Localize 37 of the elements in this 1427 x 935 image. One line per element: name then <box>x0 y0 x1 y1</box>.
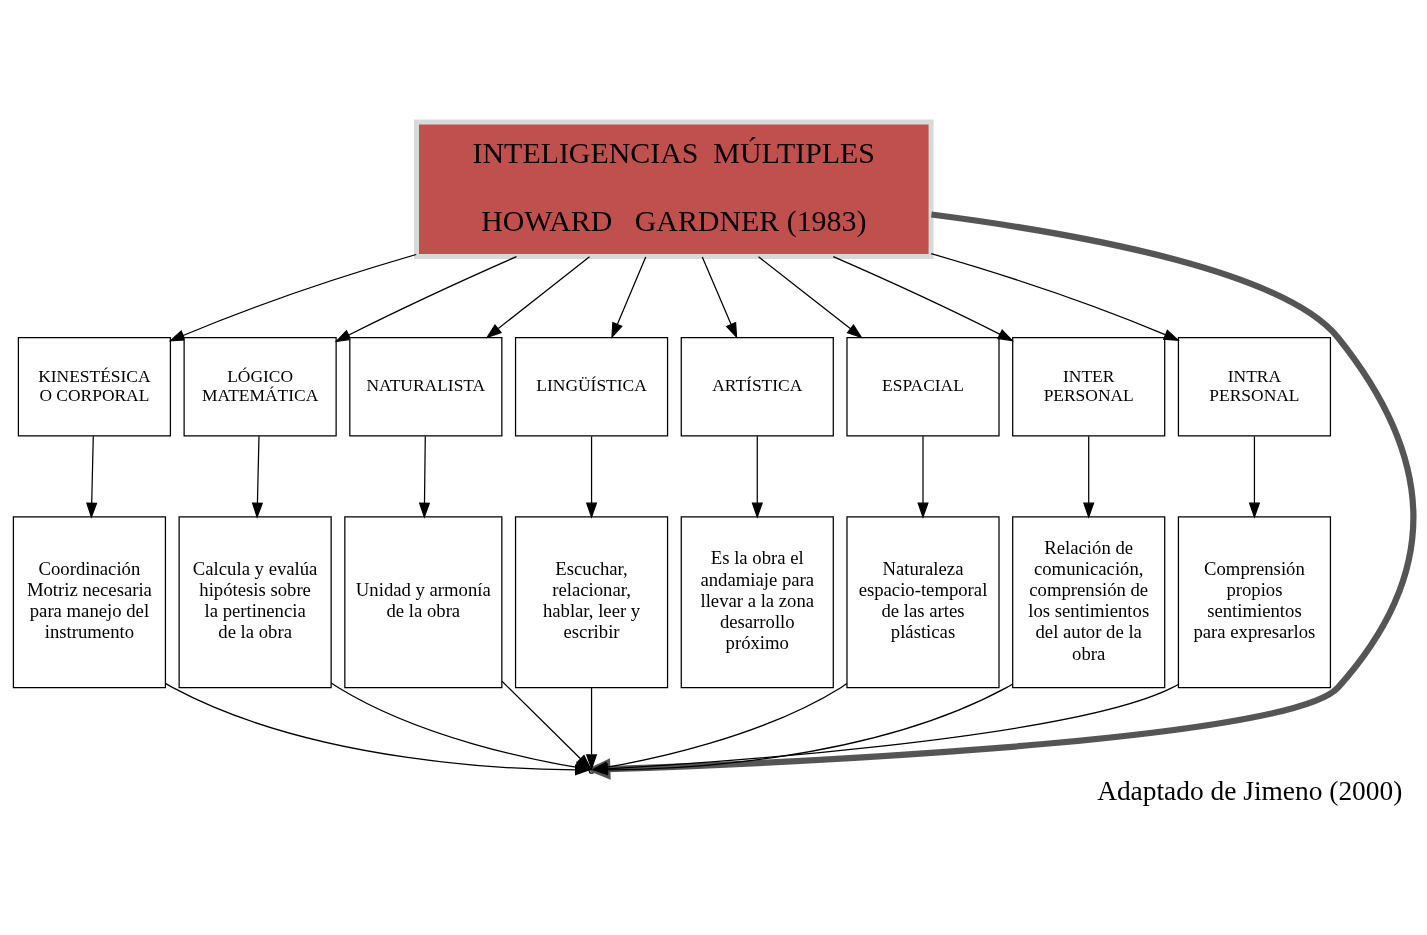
node-box: Coordinación Motriz necesaria para manejo del instrumento <box>12 516 167 689</box>
caption: Adaptado de Jimeno (2000) <box>1097 776 1403 807</box>
arrow <box>611 256 647 339</box>
arrow <box>251 435 264 519</box>
arrow <box>701 256 738 339</box>
node-box: Naturaleza espacio-temporal de las artes plásticas <box>846 516 1000 689</box>
node-box: Comprensión propios sentimientos para expresarlos <box>1177 516 1332 689</box>
arrow <box>330 682 592 773</box>
node-box: INTER PERSONAL <box>1012 336 1166 437</box>
node-box: ARTÍSTICA <box>680 336 834 437</box>
arrow <box>1248 435 1261 519</box>
node-box: ESPACIAL <box>846 336 1000 437</box>
arrow <box>930 253 1180 341</box>
node-box: INTRA PERSONAL <box>1177 336 1332 437</box>
node-box: Es la obra el andamiaje para llevar a la zona desarrollo próximo <box>680 516 834 689</box>
node-box: KINESTÉSICA O CORPORAL <box>17 336 172 437</box>
node-box: NATURALISTA <box>349 336 503 437</box>
arrow <box>86 435 98 519</box>
node-box: Unidad y armonía de la obra <box>344 516 503 689</box>
node-box: INTELIGENCIAS MÚLTIPLES HOWARD GARDNER (1983) <box>414 119 934 260</box>
arrow <box>168 253 417 342</box>
arrow <box>751 435 763 519</box>
arrow <box>501 680 592 770</box>
arrow <box>917 435 929 519</box>
node-box: Escuchar, relacionar, hablar, leer y escribir <box>514 516 669 689</box>
arrow <box>832 256 1014 342</box>
arrow <box>334 256 518 343</box>
node-box: LINGÜÍSTICA <box>514 336 669 437</box>
node-box: Calcula y evalúa hipótesis sobre la pertinencia de la obra <box>178 516 332 689</box>
node-box: LÓGICO MATEMÁTICA <box>183 336 337 437</box>
arrow <box>585 435 598 519</box>
arrow <box>485 256 591 339</box>
arrow <box>418 435 431 519</box>
node-box: Relación de comunicación, comprensión de los sentimientos del autor de la obra <box>1012 516 1166 689</box>
arrow <box>585 687 598 771</box>
arrow <box>757 256 863 339</box>
arrow <box>1083 435 1095 519</box>
